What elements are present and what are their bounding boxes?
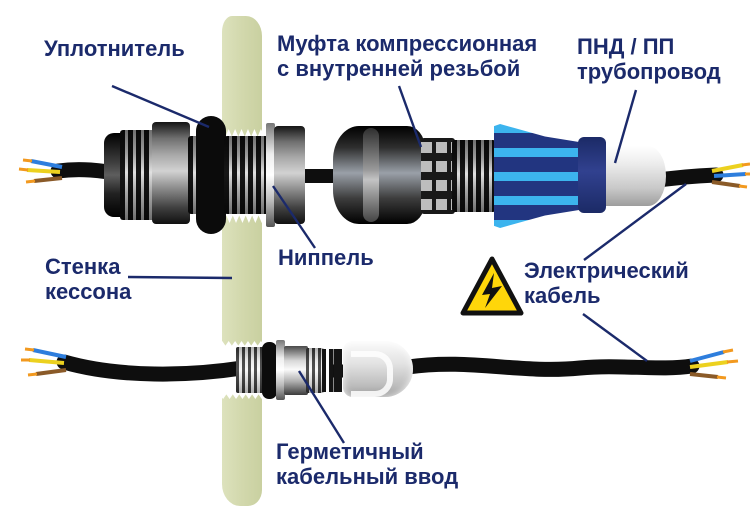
- hdpe-pipe: [598, 146, 666, 206]
- label-coupling: Муфта компрессионная с внутренней резьбо…: [277, 31, 537, 81]
- gland-claw: [322, 349, 342, 392]
- wire-brown: [711, 180, 741, 188]
- wire-yellow: [28, 358, 65, 365]
- gland-flange: [276, 340, 285, 400]
- label-coupling-line1: Муфта компрессионная: [277, 31, 538, 56]
- nipple-thread: [224, 136, 270, 214]
- gland-thread: [236, 347, 264, 393]
- wire-brown: [35, 368, 67, 376]
- wire-tip: [738, 184, 748, 189]
- leader-seal: [111, 84, 210, 129]
- gland-o-ring: [262, 342, 277, 399]
- label-cable: Электрический кабель: [524, 258, 689, 308]
- hex-nut: [152, 122, 190, 224]
- leader-cable-top: [583, 183, 687, 261]
- label-gland-line1: Герметичный: [276, 439, 424, 464]
- coupling-knurled-ring: [421, 138, 455, 214]
- wire-tip: [716, 375, 727, 380]
- label-pipe: ПНД / ПП трубопровод: [577, 34, 721, 84]
- wire-tip: [22, 158, 33, 163]
- label-wall-line2: кессона: [45, 279, 132, 305]
- gland-body: [284, 346, 308, 395]
- wire-tip: [25, 179, 36, 184]
- compression-coupling-body: [333, 126, 425, 224]
- wire-tip: [722, 348, 734, 354]
- electric-hazard-triangle-icon: [460, 256, 524, 316]
- wire-tip: [741, 162, 750, 167]
- nipple-nut: [274, 126, 305, 224]
- bottom-right-cable: [400, 356, 700, 377]
- wire-yellow: [689, 360, 729, 369]
- wire-yellow: [711, 163, 744, 173]
- label-gland-line2: кабельный ввод: [276, 464, 459, 490]
- wire-blue: [32, 348, 67, 359]
- label-cable-line2: кабель: [524, 283, 601, 309]
- label-pipe-line1: ПНД / ПП: [577, 34, 675, 59]
- leader-coupling: [397, 85, 423, 148]
- wire-tip: [726, 359, 739, 364]
- leader-gland: [297, 370, 346, 444]
- wire-brown: [33, 176, 63, 183]
- label-pipe-line2: трубопровод: [577, 59, 721, 85]
- leader-wall: [127, 275, 233, 280]
- label-wall-line1: Стенка: [45, 254, 121, 279]
- label-nipple-text: Ниппель: [278, 245, 374, 270]
- label-seal: Уплотнитель: [44, 36, 185, 61]
- wire-tip: [24, 347, 35, 352]
- wire-blue: [689, 350, 725, 363]
- wire-blue: [30, 159, 63, 169]
- lightning-bolt-icon: [482, 273, 502, 308]
- leader-nipple: [272, 185, 316, 249]
- leader-cable-bottom: [582, 313, 648, 362]
- blue-nut-collar: [578, 137, 606, 213]
- wire-tip: [18, 167, 29, 172]
- caisson-wall: [222, 16, 262, 506]
- wire-brown: [689, 372, 719, 379]
- coupling-thread: [452, 140, 496, 212]
- leader-pipe: [613, 89, 638, 164]
- wire-yellow: [26, 168, 61, 174]
- wire-blue: [713, 172, 747, 178]
- label-nipple: Ниппель: [278, 245, 374, 270]
- gland-thread: [306, 348, 324, 393]
- rubber-seal: [196, 116, 226, 234]
- washer: [266, 123, 275, 227]
- bottom-left-cable: [56, 354, 250, 382]
- wire-tip: [27, 372, 38, 377]
- label-cable-line1: Электрический: [524, 258, 689, 283]
- label-wall: Стенка кессона: [45, 254, 131, 304]
- label-gland: Герметичный кабельный ввод: [276, 439, 458, 489]
- label-seal-text: Уплотнитель: [44, 36, 185, 61]
- gland-dome-nut: [343, 341, 413, 397]
- label-coupling-line2: с внутренней резьбой: [277, 56, 521, 82]
